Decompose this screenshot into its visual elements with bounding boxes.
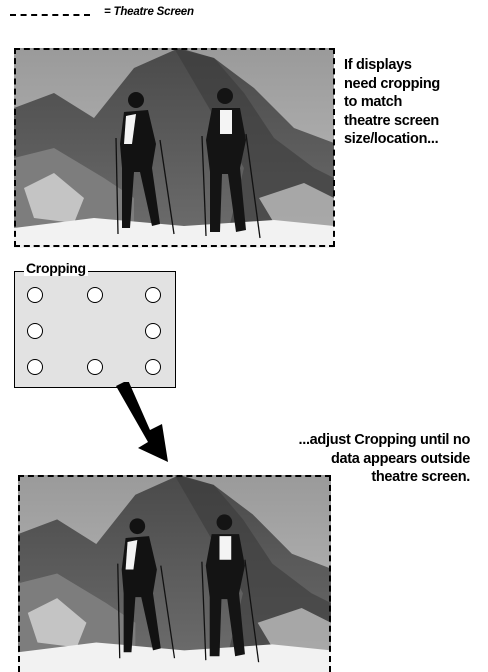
crop-handle-middle-left[interactable] — [27, 323, 43, 339]
crop-handle-bottom-center[interactable] — [87, 359, 103, 375]
legend-dashed-line — [10, 14, 90, 16]
caption-line: If displays — [344, 57, 412, 73]
crop-handle-bottom-right[interactable] — [145, 359, 161, 375]
caption-adjust-cropping: ...adjust Cropping until no data appears… — [230, 431, 470, 487]
down-arrow-icon — [116, 382, 168, 462]
caption-line: ...adjust Cropping until no — [298, 432, 470, 448]
caption-if-displays-need-cropping: If displays need cropping to match theat… — [344, 56, 484, 149]
crop-handle-top-center[interactable] — [87, 287, 103, 303]
crop-handle-top-right[interactable] — [145, 287, 161, 303]
caption-line: theatre screen — [344, 112, 439, 129]
crop-handle-bottom-left[interactable] — [27, 359, 43, 375]
display-image-uncropped — [14, 48, 334, 248]
caption-line: theatre screen. — [371, 469, 470, 485]
caption-line: data appears outside — [330, 450, 470, 467]
caption-line: need cropping — [344, 75, 440, 92]
crop-handle-middle-right[interactable] — [145, 323, 161, 339]
display-image-cropped — [18, 475, 331, 672]
crop-handle-top-left[interactable] — [27, 287, 43, 303]
cropping-panel-title: Cropping — [24, 260, 88, 276]
caption-line: size/location... — [344, 131, 439, 147]
caption-line: to match — [344, 94, 403, 110]
legend-label: = Theatre Screen — [104, 6, 194, 18]
